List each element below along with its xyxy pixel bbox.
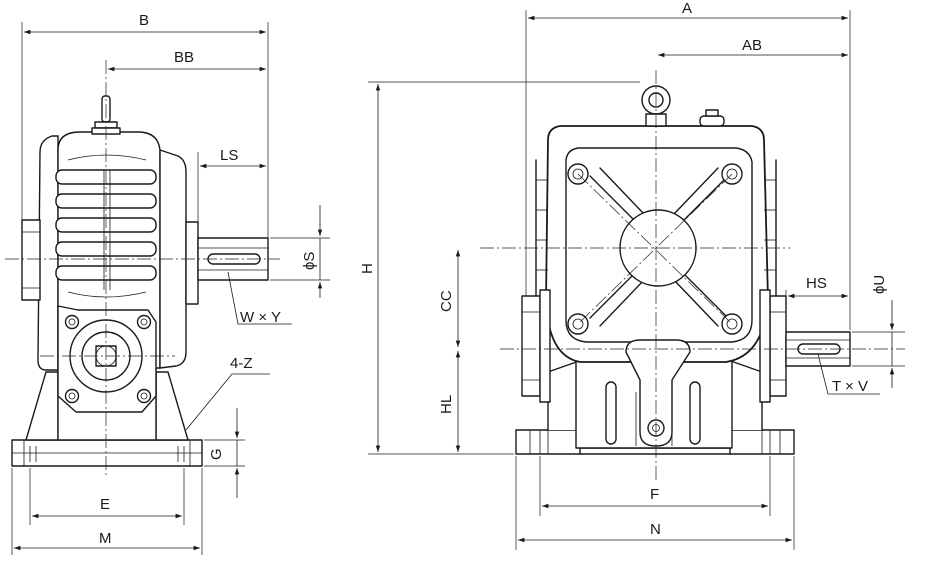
dim-label-cc: CC — [438, 290, 455, 312]
dim-label-h: H — [359, 263, 376, 274]
dim-label-m: M — [99, 530, 112, 547]
dim-label-t-x-v: T × V — [832, 378, 868, 395]
dim-label-f: F — [650, 486, 659, 503]
side-view-dimensions — [11, 22, 330, 555]
dim-label-hl: HL — [438, 395, 455, 414]
dim-label-b: B — [139, 12, 149, 29]
dim-label-hs: HS — [806, 275, 827, 292]
dim-label-g: G — [208, 448, 225, 460]
front-view-dimensions — [368, 10, 905, 550]
front-view-centerlines — [480, 70, 905, 480]
side-view: B BB LS ϕS W × Y 4-Z G E M — [5, 12, 330, 555]
front-view-base — [515, 359, 795, 455]
dim-label-e: E — [100, 496, 110, 513]
dim-label-w-x-y: W × Y — [240, 309, 281, 326]
front-view: A AB H CC HL HS ϕU T × V F N — [359, 0, 905, 550]
dim-label-n: N — [650, 521, 661, 538]
dim-label-bb: BB — [174, 49, 194, 66]
dim-label-phi-s: ϕS — [301, 252, 318, 270]
side-view-centerlines — [5, 60, 280, 475]
dim-label-4-z: 4-Z — [230, 355, 253, 372]
side-view-base — [11, 439, 203, 467]
side-view-cover — [57, 305, 157, 413]
dim-label-ab: AB — [742, 37, 762, 54]
front-view-eye-bolt — [641, 85, 725, 127]
dim-label-a: A — [682, 0, 692, 17]
dim-label-ls: LS — [220, 147, 238, 164]
dim-label-phi-u: ϕU — [871, 275, 888, 294]
